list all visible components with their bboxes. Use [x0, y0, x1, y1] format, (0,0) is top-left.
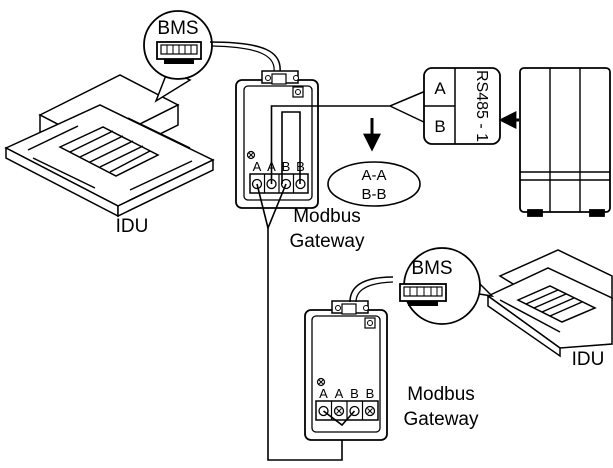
terminal-label-bottom-1: A	[319, 386, 328, 401]
rs485-connector	[423, 67, 501, 145]
bms-cable-top	[209, 41, 281, 73]
gateway-top-internal-wire-b	[270, 105, 312, 184]
gateway-bottom-label-line1: Modbus	[407, 384, 475, 405]
bus-wire-bottom-v	[323, 410, 356, 427]
bms-cable-bottom	[349, 276, 394, 303]
modbus-gateway-top	[235, 70, 319, 209]
rs485-terminal-a: A	[434, 79, 446, 98]
idu-left-unit	[4, 74, 215, 218]
gateway-top-internal-wire-a	[281, 111, 301, 184]
rs485-wire-fan	[312, 89, 429, 125]
modbus-gateway-bottom	[304, 300, 388, 441]
mapping-line-2: B-B	[361, 186, 386, 203]
idu-label-left: IDU	[116, 216, 149, 237]
outdoor-unit	[519, 67, 611, 217]
idu-label-right: IDU	[572, 349, 605, 370]
terminal-label-top-3: B	[282, 159, 291, 174]
rs485-port-label: RS485 - 1	[473, 70, 490, 142]
terminal-label-bottom-4: B	[366, 386, 375, 401]
bms-label-bottom: BMS	[411, 258, 452, 279]
terminal-label-top-1: A	[253, 159, 262, 174]
terminal-mapping-ellipse	[327, 161, 421, 207]
gateway-bottom-label-line2: Gateway	[404, 409, 479, 430]
bms-label-top: BMS	[157, 18, 198, 39]
gateway-top-label-line2: Gateway	[290, 231, 365, 252]
terminal-label-bottom-2: A	[335, 386, 344, 401]
terminal-label-bottom-3: B	[350, 386, 359, 401]
bms-connector-callout-bottom: BMS	[399, 247, 495, 325]
gateway-top-label-line1: Modbus	[293, 206, 361, 227]
mapping-line-1: A-A	[361, 167, 386, 184]
idu-right-unit	[486, 249, 613, 358]
bus-wire-trunk	[267, 228, 343, 461]
bms-connector-callout-top: BMS	[143, 10, 213, 103]
rs485-terminal-b: B	[434, 117, 445, 136]
